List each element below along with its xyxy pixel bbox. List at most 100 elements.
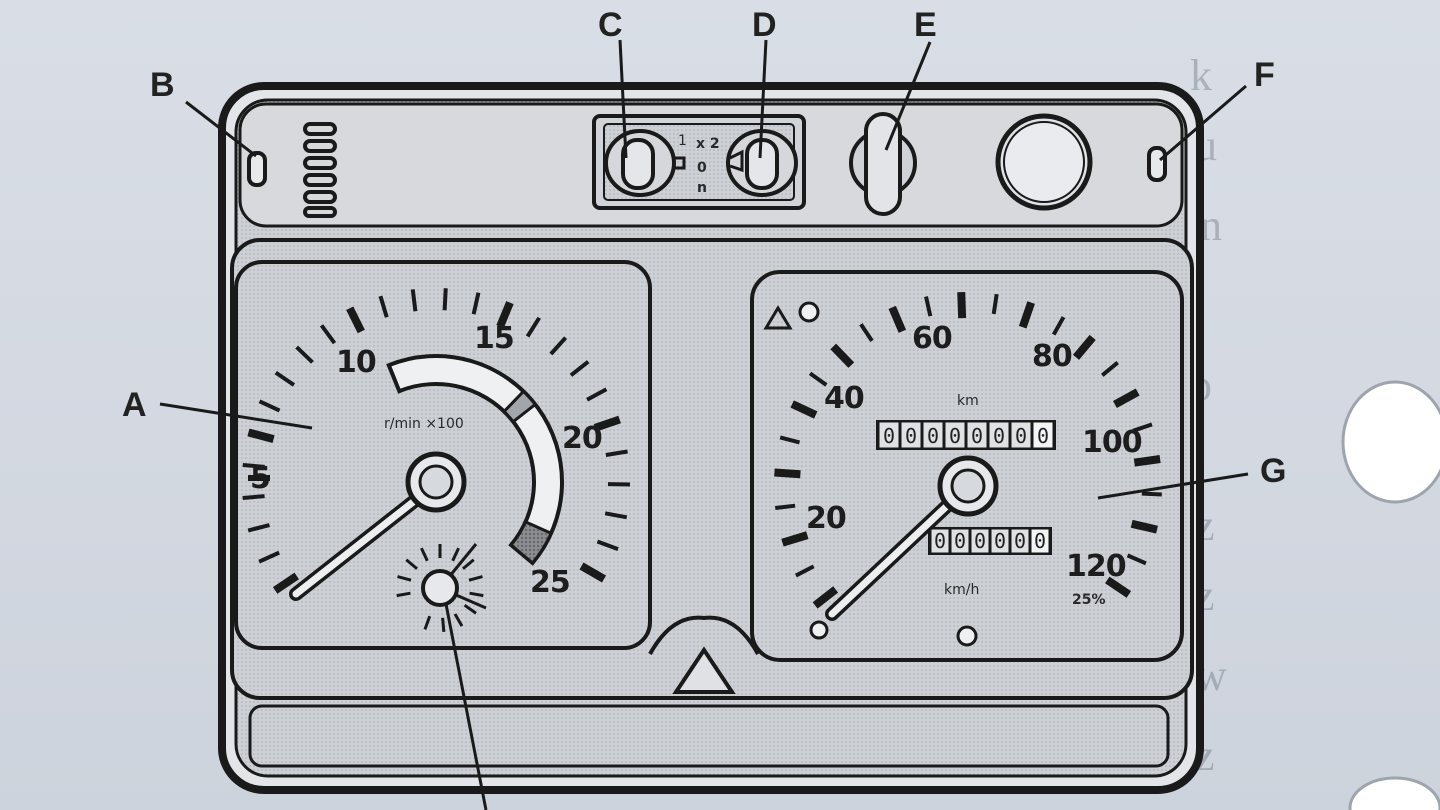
switch-mark-mid: 0: [697, 160, 707, 176]
speedometer-tick: [812, 586, 839, 609]
page-hole-top: [1341, 380, 1440, 504]
tachometer-scale-label: 20: [562, 421, 602, 456]
sub-dial-tick: [469, 591, 484, 598]
tachometer-tick: [295, 345, 314, 364]
odometer-digit: 0: [1015, 424, 1027, 448]
callout-d: D: [752, 6, 777, 44]
trip-meter-digit: 0: [974, 529, 986, 553]
warning-triangle-icon: [763, 301, 820, 330]
trip-meter-digit-cell: [1010, 528, 1030, 554]
tachometer-tick: [247, 428, 275, 443]
speedometer-tick: [781, 531, 809, 547]
trip-meter-digit-cell: [930, 528, 950, 554]
speedometer-tick: [1141, 491, 1162, 497]
tachometer-scale-label: 15: [474, 321, 514, 356]
indicator-light-f: [1147, 146, 1167, 182]
speedometer-tick: [1072, 334, 1096, 360]
switch-d[interactable]: [726, 129, 798, 197]
speedometer-scale-label: 60: [912, 321, 952, 356]
speed-unit-label: km/h: [944, 582, 979, 598]
sub-dial-tick: [396, 591, 411, 598]
odometer-digit-cell: [1032, 421, 1054, 449]
odometer-digit-cell: [1010, 421, 1032, 449]
tachometer-tick: [378, 295, 389, 318]
tachometer-tick: [247, 523, 270, 533]
tachometer-tick: [549, 336, 568, 356]
speedometer-tick: [790, 400, 818, 419]
trip-meter-digit: 0: [954, 529, 966, 553]
callout-e: E: [914, 6, 937, 44]
tachometer-tick: [272, 572, 299, 594]
sub-dial-tick: [441, 617, 446, 632]
callout-lines: [159, 39, 1249, 810]
callout-f: F: [1254, 56, 1275, 94]
tachometer-tick: [586, 387, 608, 402]
warning-light-stack: [303, 122, 337, 218]
odometer-digit: 0: [1037, 424, 1049, 448]
sub-dial: [396, 543, 487, 632]
odometer-digit: 0: [883, 424, 895, 448]
trip-meter-digit: 0: [1034, 529, 1046, 553]
odometer-unit-label: km: [957, 393, 979, 409]
speedometer-tick: [924, 296, 933, 317]
tachometer-dark-zone: [508, 519, 554, 566]
tachometer-tick: [258, 550, 280, 564]
tachometer-tick: [471, 292, 481, 315]
speedometer-tick: [1100, 361, 1119, 377]
speedometer-scale-label: 100: [1082, 425, 1142, 460]
odometer-digit-cell: [900, 421, 922, 449]
tachometer-tick: [242, 462, 265, 469]
speedometer-tick: [1130, 519, 1158, 534]
odometer-digit: 0: [949, 424, 961, 448]
tachometer-mid-zone: [501, 389, 538, 424]
tachometer-tick: [346, 306, 365, 334]
speedometer-tick: [808, 371, 828, 387]
odometer-digit-cell: [922, 421, 944, 449]
switch-c[interactable]: [604, 129, 686, 197]
trip-meter-digit-cell: [990, 528, 1010, 554]
tachometer-ticks: [242, 288, 631, 594]
tachometer-scale-label: 25: [530, 565, 570, 600]
sub-dial-tick: [397, 575, 412, 582]
svg-text:n: n: [1200, 201, 1222, 250]
tachometer-tick: [569, 360, 590, 377]
odometer-digit-cell: [988, 421, 1010, 449]
sub-dial-tick: [462, 558, 475, 570]
trip-meter-digit-cell: [950, 528, 970, 554]
speedometer-lamp-bottom: [956, 625, 978, 647]
speedometer-tick: [779, 435, 801, 445]
sub-dial-tick: [463, 603, 477, 615]
tachometer-tick: [596, 539, 619, 551]
odometer-digit-cell: [944, 421, 966, 449]
callout-c: C: [598, 6, 623, 44]
trip-meter-digit-cell: [1030, 528, 1050, 554]
tachometer-tick: [579, 562, 607, 583]
speedometer-lamp-left: [809, 620, 829, 640]
speedometer-scale-label: 20: [806, 501, 846, 536]
tachometer-unit-label: r/min ×100: [384, 416, 464, 432]
clock-dial: [995, 113, 1093, 211]
speedometer-tick: [830, 343, 855, 368]
odometer-digit-cell: [966, 421, 988, 449]
indicator-light-b: [247, 151, 267, 187]
tachometer-tick: [442, 288, 448, 311]
bottom-strip: [248, 704, 1170, 768]
speedometer-tick: [1132, 422, 1153, 433]
speedometer-scale-label: 40: [824, 381, 864, 416]
speedometer-scale-label: 80: [1032, 339, 1072, 374]
callout-a: A: [122, 386, 147, 424]
tachometer-tick: [242, 494, 265, 500]
tachometer-tick: [410, 289, 418, 312]
gradient-label: 25%: [1072, 592, 1106, 608]
sub-dial-tick: [405, 558, 418, 570]
svg-text:k: k: [1190, 51, 1212, 100]
speedometer-tick: [1126, 553, 1147, 566]
tachometer-tick: [274, 370, 296, 387]
speedometer-tick: [957, 291, 967, 319]
speedometer-tick: [1051, 316, 1066, 336]
speedometer-tick: [859, 323, 874, 343]
sub-dial-tick: [420, 547, 429, 562]
speedometer-tick: [1105, 576, 1132, 598]
